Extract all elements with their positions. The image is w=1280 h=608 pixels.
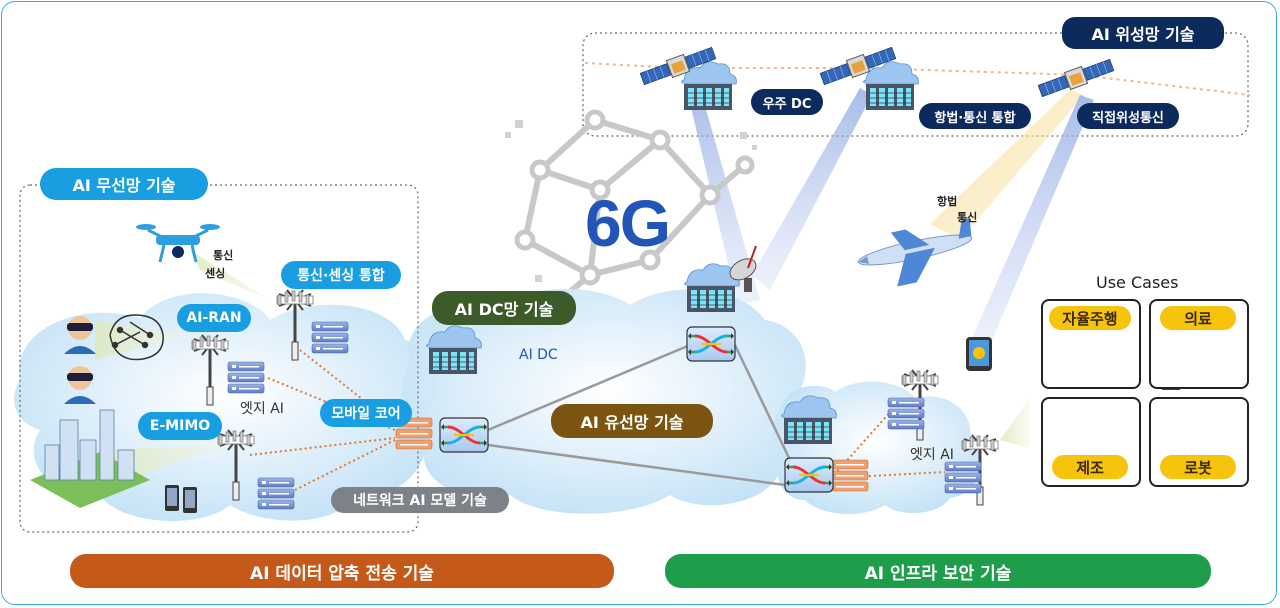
e-mimo-label: E-MIMO [138,412,222,440]
plane-comm-label: 통신 [957,211,978,224]
sat-beam-nav [930,90,1084,240]
use-cases-title: Use Cases [1096,273,1179,292]
sat-beam-2 [752,88,872,290]
use-case-medical-label: 의료 [1160,306,1236,330]
brain-network-icon [109,314,164,361]
satellite-network-label: AI 위성망 기술 [1062,17,1224,49]
satellite-dish-icon [729,245,757,292]
wireless-network-region [19,184,419,533]
mobile-core-label: 모바일 코어 [320,399,412,427]
space-dc-icon [862,61,919,111]
plane-nav-label: 항법 [937,195,958,208]
city-buildings-icon [30,409,150,508]
ai-dc-label: AI DC [519,347,558,363]
network-switch-icon [685,325,737,363]
handheld-device-icon [966,337,992,371]
network-switch-icon [783,456,835,494]
direct-satellite-comm-label: 직접위성통신 [1077,103,1179,129]
vr-user-icon-2 [64,366,96,404]
use-case-robot-label: 로봇 [1160,455,1236,479]
network-ai-model-label: 네트워크 AI 모델 기술 [331,487,509,513]
dc-network-label: AI DC망 기술 [432,291,576,325]
edge-server-icon [227,361,265,394]
edge-ai-right-label: 엣지 AI [910,447,954,463]
edge-server-icon [257,477,295,510]
space-dc-icon [680,61,737,111]
6g-title: 6G [585,186,671,260]
data-compression-bar: AI 데이터 압축 전송 기술 [70,554,614,588]
infra-security-bar: AI 인프라 보안 기술 [665,554,1211,588]
smartphones-icon [165,485,197,513]
edge-server-icon [311,321,349,354]
edge-server-icon [944,461,982,494]
drone-beam [190,250,270,300]
sat-beam-1 [688,88,760,305]
core-server-icon [831,459,869,492]
wireless-network-label: AI 무선망 기술 [40,168,208,200]
vr-user-icon-1 [64,316,96,354]
nav-comm-integration-label: 항법·통신 통합 [919,103,1031,129]
edge-server-icon [887,397,925,430]
space-dc-label: 우주 DC [751,89,823,115]
wired-links [487,343,792,487]
edge-ai-left-label: 엣지 AI [240,401,284,417]
drone-comm-label: 통신 [213,249,234,262]
sat-beam-direct [972,95,1094,345]
drone-sensing-label: 센싱 [205,267,226,280]
use-case-manufacturing-label: 제조 [1052,455,1128,479]
ai-ran-label: AI-RAN [177,304,251,332]
wired-network-label: AI 유선망 기술 [551,404,713,438]
drone-icon [136,224,220,263]
use-case-autonomous-label: 자율주행 [1049,306,1131,330]
network-switch-icon [438,416,490,454]
airplane-icon [857,217,973,287]
satellite-network-region [582,32,1249,137]
comm-sensing-integration-label: 통신·센싱 통합 [281,261,401,289]
satellite-icon [1037,58,1115,98]
edge-right-beam [1000,398,1030,448]
